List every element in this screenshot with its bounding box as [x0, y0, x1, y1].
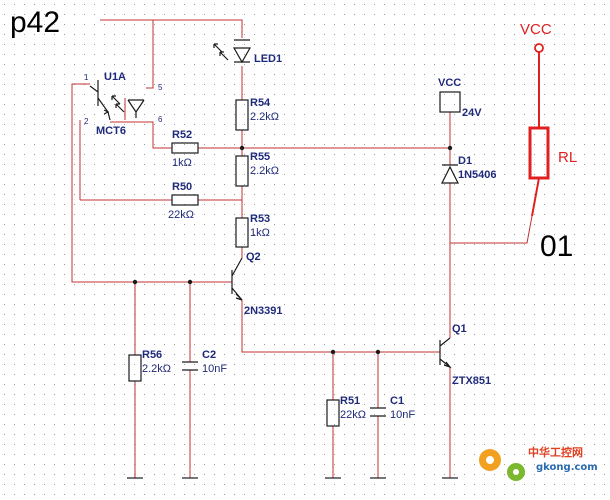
- r52-value: 1kΩ: [172, 157, 192, 169]
- transistor-q1-symbol: [439, 337, 452, 369]
- r56-body: [128, 354, 142, 382]
- watermark: 中华工控网 gkong.com: [479, 445, 598, 481]
- optocoupler-symbol: [89, 80, 145, 121]
- watermark-cn: 中华工控网: [528, 445, 583, 459]
- r52-ref: R52: [172, 129, 192, 141]
- wires: [71, 19, 533, 478]
- diode-d1-symbol: [441, 164, 459, 184]
- u1a-part: MCT6: [96, 125, 126, 137]
- output-label-01: 01: [540, 230, 573, 263]
- u1a-ref: U1A: [104, 71, 126, 83]
- q1-part: ZTX851: [452, 375, 491, 387]
- r55-value: 2.2kΩ: [250, 165, 279, 177]
- led1-symbol: [213, 39, 252, 64]
- r52-body: [171, 142, 199, 154]
- r54-ref: R54: [250, 97, 271, 109]
- vcc-source-symbol: [439, 91, 461, 113]
- d1-part: 1N5406: [458, 169, 497, 181]
- r50-body: [171, 194, 199, 206]
- rl-annotation: RL: [558, 149, 577, 166]
- load-annotation: [528, 43, 550, 217]
- r56-value: 2.2kΩ: [142, 363, 171, 375]
- r53-value: 1kΩ: [250, 227, 270, 239]
- r54-body: [235, 99, 249, 131]
- r55-ref: R55: [250, 151, 270, 163]
- r51-ref: R51: [340, 395, 360, 407]
- r53-ref: R53: [250, 213, 270, 225]
- c2-ref: C2: [202, 349, 216, 361]
- transistor-q2-symbol: [231, 257, 243, 301]
- r55-body: [235, 155, 249, 187]
- watermark-url: gkong.com: [536, 462, 598, 473]
- u1a-pin-6: 6: [158, 115, 163, 124]
- vcc-supply-voltage: 24V: [462, 107, 482, 119]
- r51-body: [326, 399, 340, 427]
- c1-value: 10nF: [390, 409, 415, 421]
- vcc-supply-name: VCC: [438, 77, 461, 89]
- capacitor-symbols: [182, 361, 386, 417]
- net-label-p42: p42: [10, 6, 60, 39]
- c2-plates: [182, 361, 198, 371]
- r51-value: 22kΩ: [340, 409, 366, 421]
- q2-part: 2N3391: [244, 305, 283, 317]
- r56-ref: R56: [142, 349, 162, 361]
- u1a-pin-2: 2: [84, 117, 89, 126]
- r50-ref: R50: [172, 181, 192, 193]
- c1-ref: C1: [390, 395, 404, 407]
- q2-ref: Q2: [246, 251, 261, 263]
- r50-value: 22kΩ: [168, 209, 194, 221]
- junction-dots: [132, 145, 453, 355]
- resistor-symbols: [128, 99, 340, 427]
- vcc-annotation: VCC: [520, 21, 552, 38]
- c1-plates: [370, 407, 386, 417]
- d1-ref: D1: [458, 155, 472, 167]
- gear-icon: [479, 449, 525, 481]
- led1-ref: LED1: [254, 53, 282, 65]
- c2-value: 10nF: [202, 363, 227, 375]
- r54-value: 2.2kΩ: [250, 111, 279, 123]
- u1a-pin-1: 1: [84, 73, 89, 82]
- q1-ref: Q1: [452, 323, 467, 335]
- r53-body: [235, 217, 249, 248]
- u1a-pin-5: 5: [158, 83, 163, 92]
